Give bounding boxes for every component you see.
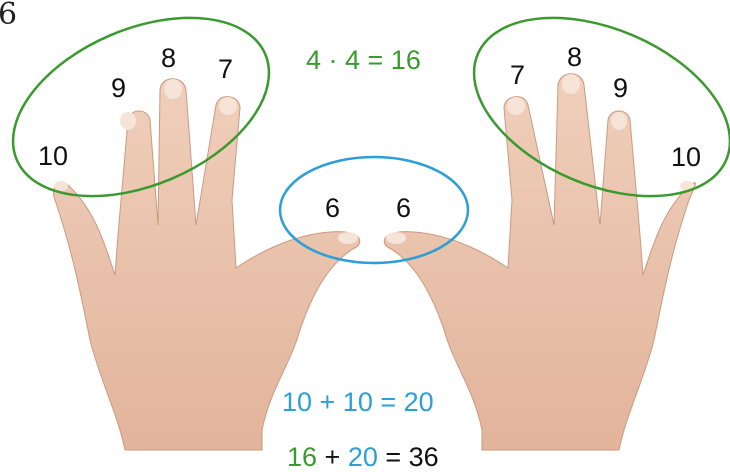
left-finger-label-9: 9 bbox=[111, 73, 126, 103]
right-finger-label-7: 7 bbox=[510, 60, 525, 90]
total-plus-sign: + bbox=[317, 442, 348, 472]
total-term-green: 16 bbox=[287, 442, 317, 472]
left-hand-palm bbox=[53, 78, 361, 451]
total-equation: 16 + 20 = 36 bbox=[287, 442, 439, 472]
left-fingers-group-ellipse bbox=[11, 16, 271, 198]
right-fingers-group-ellipse bbox=[472, 16, 730, 198]
figure-number: 6 bbox=[0, 0, 17, 32]
right-thumb-label-6: 6 bbox=[396, 193, 411, 223]
right-finger-label-8: 8 bbox=[567, 42, 582, 72]
right-hand bbox=[383, 73, 696, 451]
left-finger-label-7: 7 bbox=[218, 54, 233, 84]
left-finger-label-8: 8 bbox=[161, 43, 176, 73]
total-term-blue: 20 bbox=[348, 442, 378, 472]
right-finger-label-9: 9 bbox=[613, 73, 628, 103]
left-thumb-label-6: 6 bbox=[325, 193, 340, 223]
total-result: = 36 bbox=[378, 442, 439, 472]
right-hand-palm bbox=[383, 73, 696, 451]
left-finger-label-10: 10 bbox=[38, 141, 68, 171]
thumbs-sum-equation: 10 + 10 = 20 bbox=[282, 387, 434, 417]
thumbs-group-ellipse bbox=[278, 155, 470, 265]
tens-product-equation: 4 · 4 = 16 bbox=[306, 45, 421, 75]
right-finger-label-10: 10 bbox=[671, 142, 701, 172]
left-hand bbox=[53, 78, 361, 451]
